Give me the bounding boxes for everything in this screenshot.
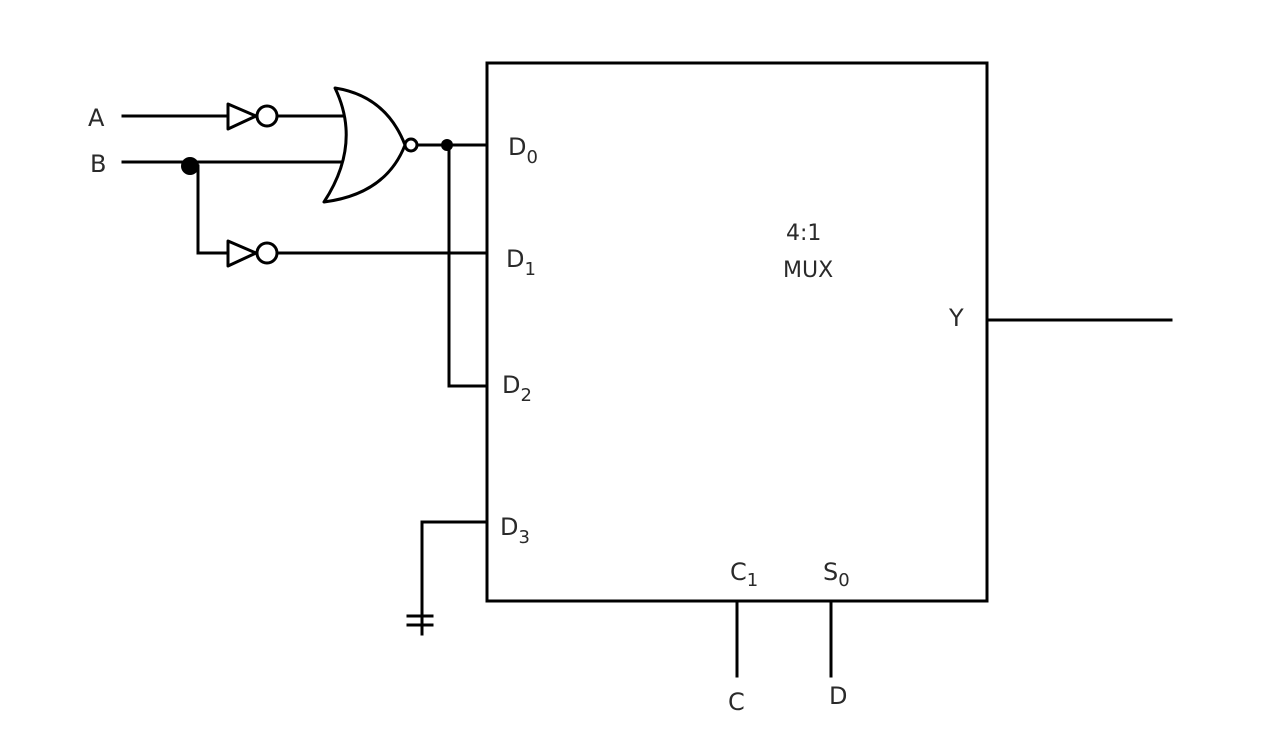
junction-nor-out (441, 139, 453, 151)
label-b: B (90, 150, 106, 178)
not-gate-a (226, 102, 258, 131)
pin-label-d2: D2 (502, 371, 532, 406)
mux-block (485, 61, 989, 603)
nor-gate (322, 86, 407, 204)
pin-label-d3: D3 (500, 513, 530, 548)
label-d: D (829, 682, 847, 710)
mux-title-line-1: 4:1 (786, 221, 821, 246)
label-c: C (728, 688, 745, 716)
not-bubble-b (255, 241, 279, 265)
pin-label-d1: D1 (506, 245, 536, 280)
mux-output-label: Y (948, 304, 964, 332)
junction-b (181, 157, 199, 175)
wire-d3-ground (420, 520, 489, 612)
label-a: A (88, 104, 105, 132)
wire-nor-to-d2 (447, 143, 489, 388)
mux-title-line-2: MUX (783, 258, 833, 283)
nor-bubble (403, 137, 419, 153)
pin-label-s0: S0 (823, 558, 850, 591)
not-gate-b (226, 239, 258, 268)
pin-label-c1: C1 (730, 558, 758, 591)
pin-label-d0: D0 (508, 133, 538, 168)
wire-b-branch (196, 164, 228, 255)
not-bubble-a (255, 104, 279, 128)
